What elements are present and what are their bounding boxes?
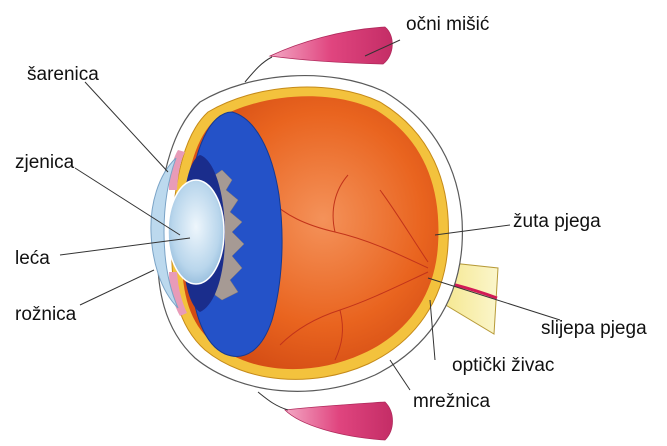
leader-sarenica <box>85 82 168 172</box>
label-opticki-zivac: optički živac <box>452 355 554 376</box>
label-sarenica: šarenica <box>27 64 99 85</box>
label-slijepa-pjega: slijepa pjega <box>541 318 647 339</box>
lens <box>168 180 224 284</box>
label-roznica: rožnica <box>15 304 77 325</box>
label-leca: leća <box>15 248 50 269</box>
leader-roznica <box>80 270 154 305</box>
lower-tendon <box>258 392 288 410</box>
label-ocni-misic: očni mišić <box>406 14 489 35</box>
label-zjenica: zjenica <box>15 152 75 173</box>
upper-eye-muscle <box>270 27 392 64</box>
label-zuta-pjega: žuta pjega <box>513 211 601 232</box>
leader-mreznica <box>390 360 410 390</box>
lower-eye-muscle <box>285 402 393 440</box>
label-mreznica: mrežnica <box>413 391 491 412</box>
